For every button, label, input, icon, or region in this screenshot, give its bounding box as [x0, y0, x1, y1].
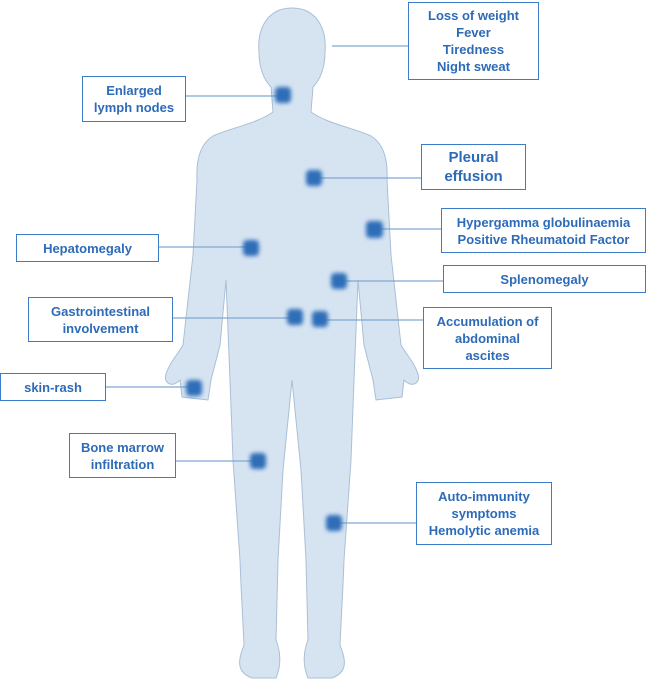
- label-line: lymph nodes: [93, 100, 175, 115]
- label-line: Hypergamma globulinaemia: [456, 214, 631, 230]
- label-skin-rash: skin-rash: [0, 373, 106, 401]
- label-hepatomegaly: Hepatomegaly: [16, 234, 159, 262]
- label-line: ascites: [465, 347, 510, 363]
- label-line: symptoms: [451, 506, 517, 521]
- label-line: Positive Rheumatoid Factor: [457, 231, 630, 247]
- label-systemic: Loss of weight Fever Tiredness Night swe…: [408, 2, 539, 80]
- marker-hepato: [243, 240, 259, 256]
- label-ascites: Accumulation of abdominal ascites: [423, 307, 552, 369]
- label-pleural-effusion: Pleural effusion: [421, 144, 526, 190]
- marker-gastro: [287, 309, 303, 325]
- label-line: skin-rash: [24, 379, 82, 395]
- label-line: Fever: [456, 25, 491, 40]
- label-line: infiltration: [90, 456, 155, 472]
- label-line: abdominal: [454, 330, 520, 346]
- marker-bone: [250, 453, 266, 469]
- label-splenomegaly: Splenomegaly: [443, 265, 646, 293]
- label-line: Splenomegaly: [500, 271, 589, 287]
- label-gastrointestinal: Gastrointestinal involvement: [28, 297, 173, 342]
- label-line: Accumulation of: [436, 313, 539, 329]
- marker-ascites: [312, 311, 328, 327]
- label-hypergamma: Hypergamma globulinaemia Positive Rheuma…: [441, 208, 646, 253]
- label-line: Hepatomegaly: [43, 240, 132, 256]
- marker-auto: [326, 515, 342, 531]
- site-markers: [186, 87, 383, 531]
- label-line: Night sweat: [437, 59, 510, 74]
- human-silhouette: [164, 7, 420, 679]
- label-line: Auto-immunity: [438, 489, 530, 504]
- label-line: Hemolytic anemia: [428, 523, 540, 538]
- label-line: Pleural: [448, 149, 499, 166]
- marker-pleural: [306, 170, 322, 186]
- label-line: involvement: [62, 320, 139, 336]
- marker-spleno: [331, 273, 347, 289]
- label-line: Enlarged: [106, 83, 162, 98]
- marker-lymph-nodes: [275, 87, 291, 103]
- label-line: Gastrointestinal: [51, 303, 150, 319]
- label-lymph-nodes: Enlarged lymph nodes: [82, 76, 186, 122]
- label-bone-marrow: Bone marrow infiltration: [69, 433, 176, 478]
- connector-lines: [106, 45, 443, 524]
- marker-hyper: [366, 221, 383, 238]
- label-autoimmunity: Auto-immunity symptoms Hemolytic anemia: [416, 482, 552, 545]
- marker-skin: [186, 380, 202, 396]
- label-line: Tiredness: [442, 42, 505, 57]
- label-line: Bone marrow: [80, 439, 165, 455]
- label-line: Loss of weight: [428, 8, 519, 23]
- label-line: effusion: [444, 168, 503, 185]
